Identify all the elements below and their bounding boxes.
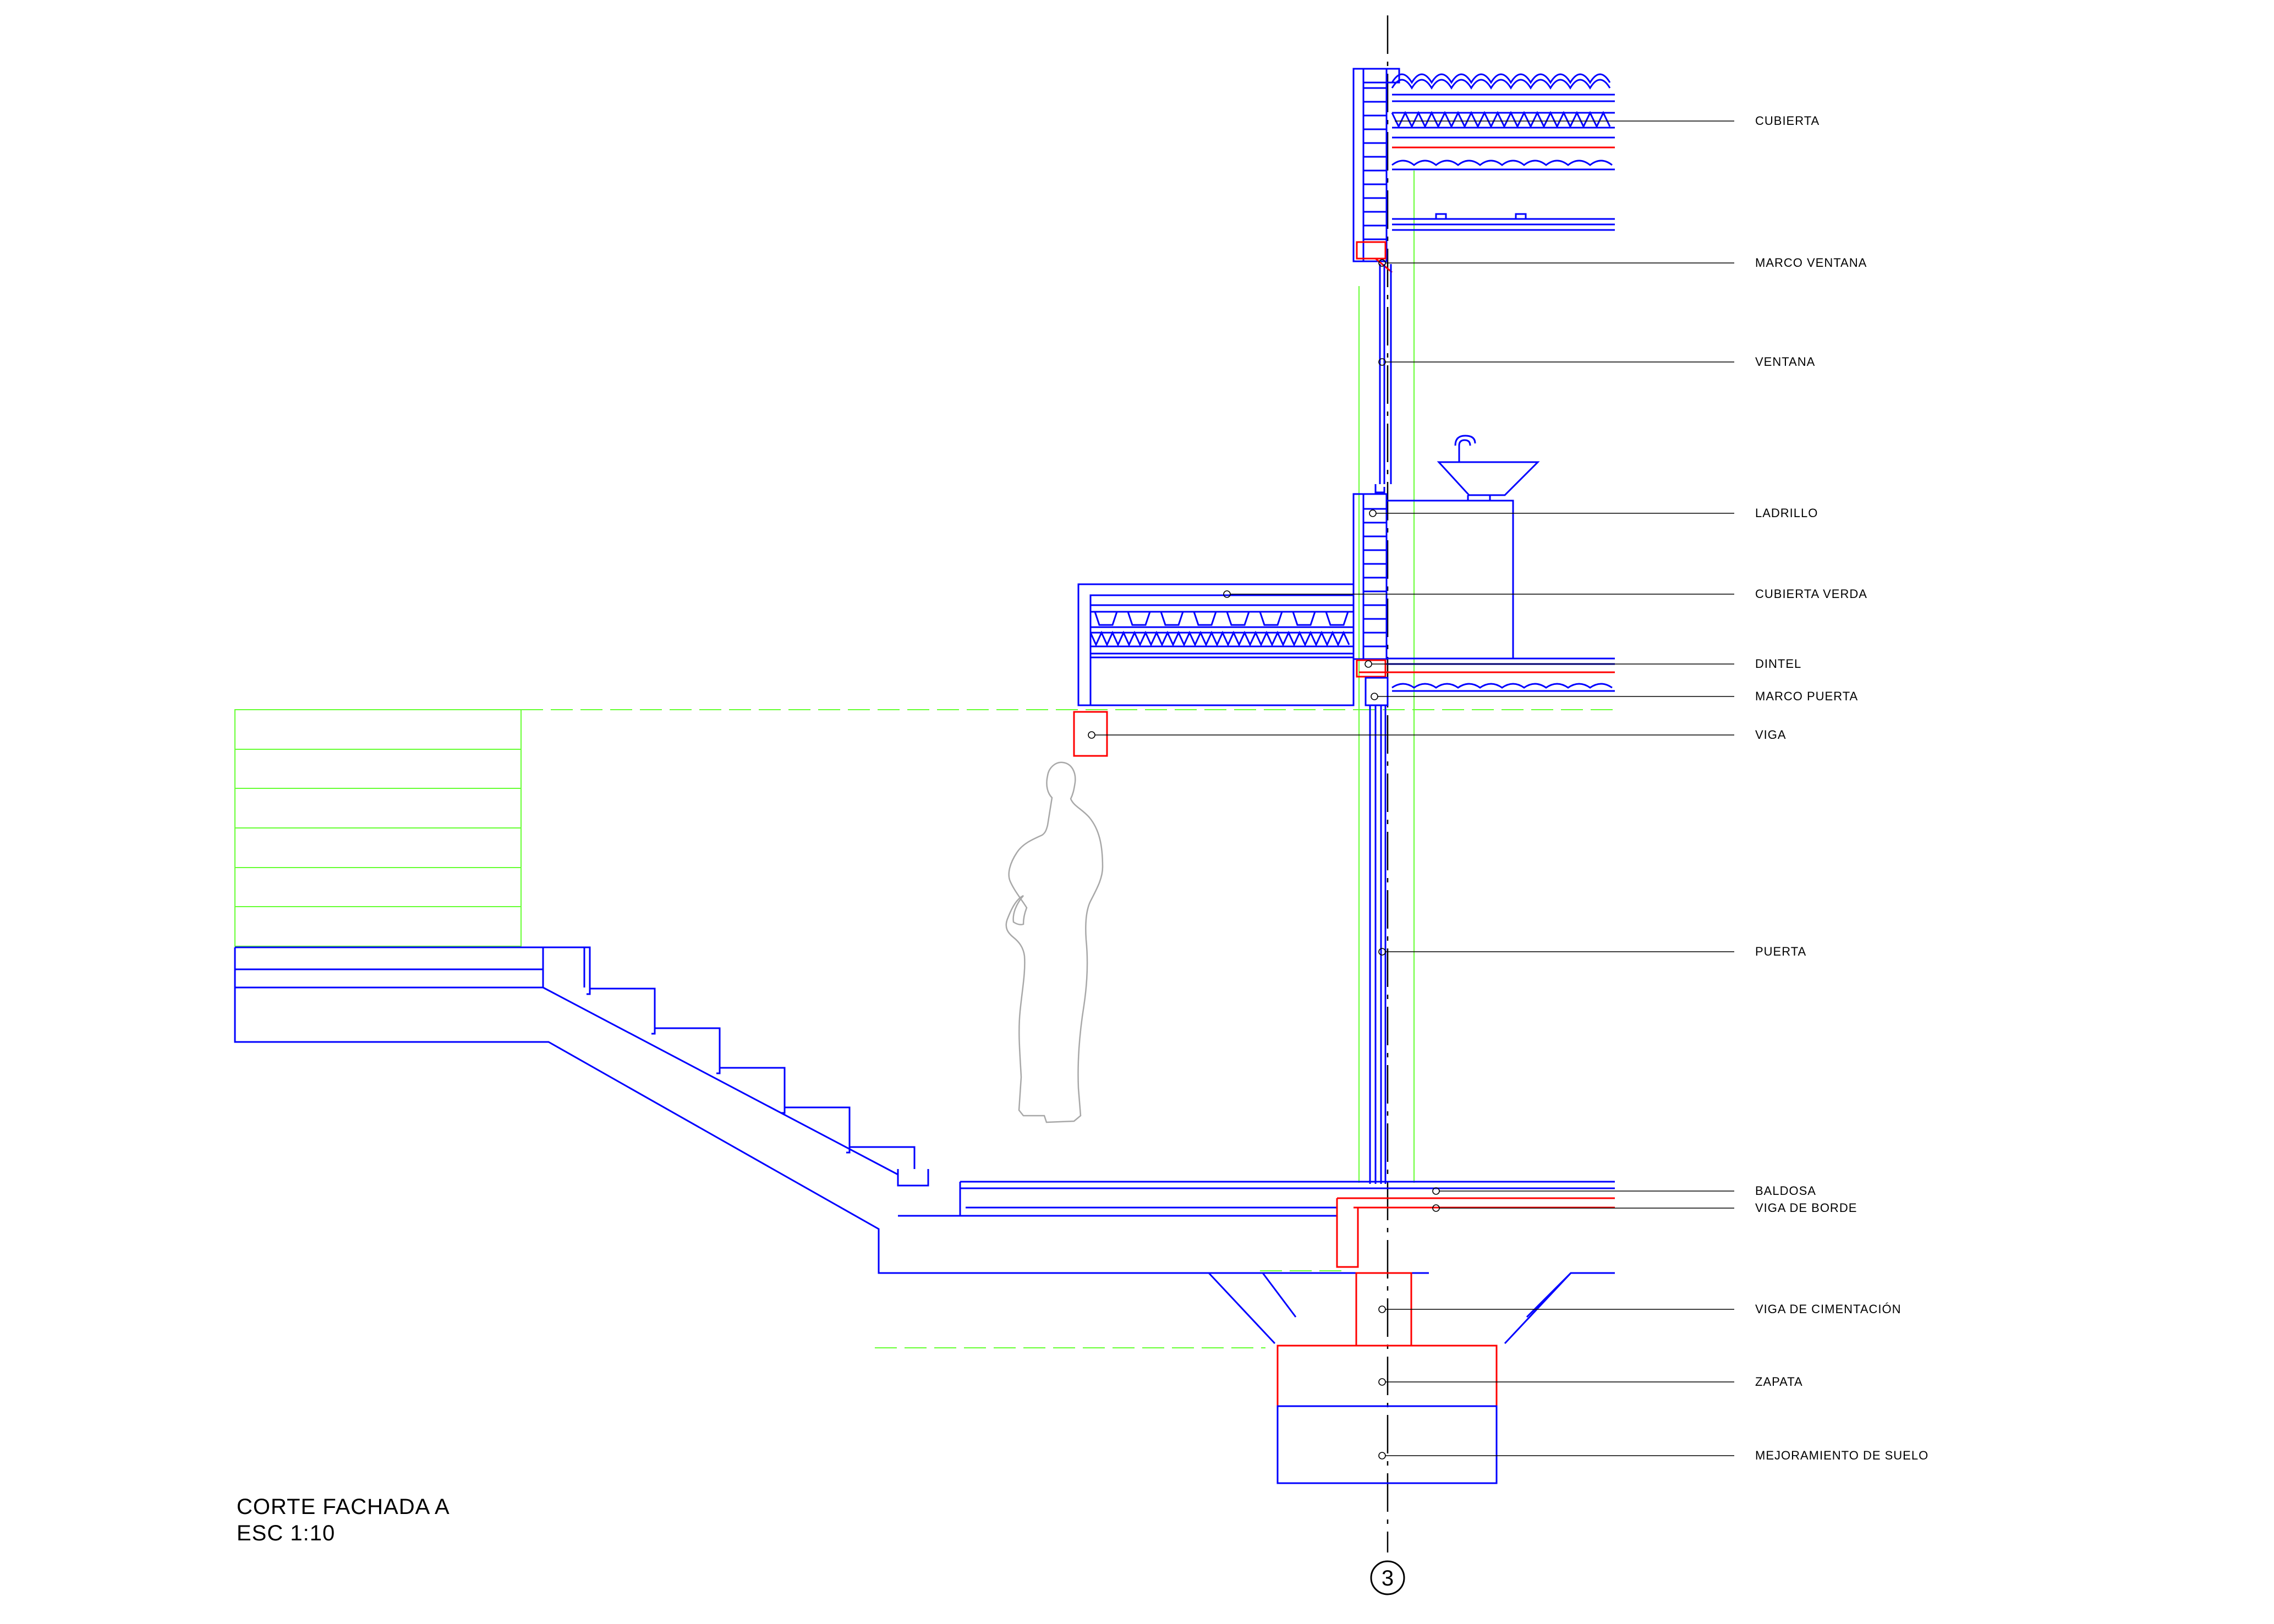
green-roof: [1077, 583, 1355, 706]
middle-brick-wall: [1352, 493, 1388, 660]
title-block: CORTE FACHADA A ESC 1:10: [237, 1495, 450, 1545]
roof-assembly: [1391, 73, 1615, 231]
label-marco-puerta: MARCO PUERTA: [1755, 689, 1858, 703]
label-marco-ventana: MARCO VENTANA: [1755, 256, 1867, 270]
sink-counter: [1385, 435, 1540, 660]
axis-line: 3: [1370, 15, 1405, 1595]
drawing-scale: ESC 1:10: [237, 1521, 335, 1545]
label-cubierta-verda: CUBIERTA VERDA: [1755, 587, 1867, 601]
label-puerta: PUERTA: [1755, 945, 1806, 958]
label-cubierta: CUBIERTA: [1755, 114, 1820, 128]
label-viga: VIGA: [1755, 728, 1787, 742]
label-ladrillo: LADRILLO: [1755, 506, 1818, 520]
label-mejoramiento-de-suelo: MEJORAMIENTO DE SUELO: [1755, 1449, 1928, 1462]
label-dintel: DINTEL: [1755, 657, 1801, 671]
lintel-and-door-frame: [1073, 657, 1615, 757]
label-zapata: ZAPATA: [1755, 1375, 1803, 1389]
label-viga-de-cimentacion: VIGA DE CIMENTACIÓN: [1755, 1302, 1902, 1316]
axis-number: 3: [1382, 1566, 1394, 1590]
stair-structure: [234, 946, 1429, 1274]
door-assembly: [1369, 705, 1387, 1184]
label-ventana: VENTANA: [1755, 355, 1815, 369]
floor-slab: [960, 1181, 1615, 1268]
upper-brick-wall: [1352, 68, 1400, 273]
leader-lines: [1088, 120, 1734, 1460]
callout-labels: CUBIERTA MARCO VENTANA VENTANA LADRILLO …: [1755, 114, 1928, 1462]
foundation: [1208, 1272, 1615, 1484]
human-figure: [1005, 761, 1104, 1123]
green-reference-lines: [234, 171, 1615, 1348]
drawing-title: CORTE FACHADA A: [237, 1495, 450, 1519]
label-viga-de-borde: VIGA DE BORDE: [1755, 1201, 1857, 1215]
window-assembly: [1374, 264, 1392, 493]
label-baldosa: BALDOSA: [1755, 1184, 1816, 1198]
